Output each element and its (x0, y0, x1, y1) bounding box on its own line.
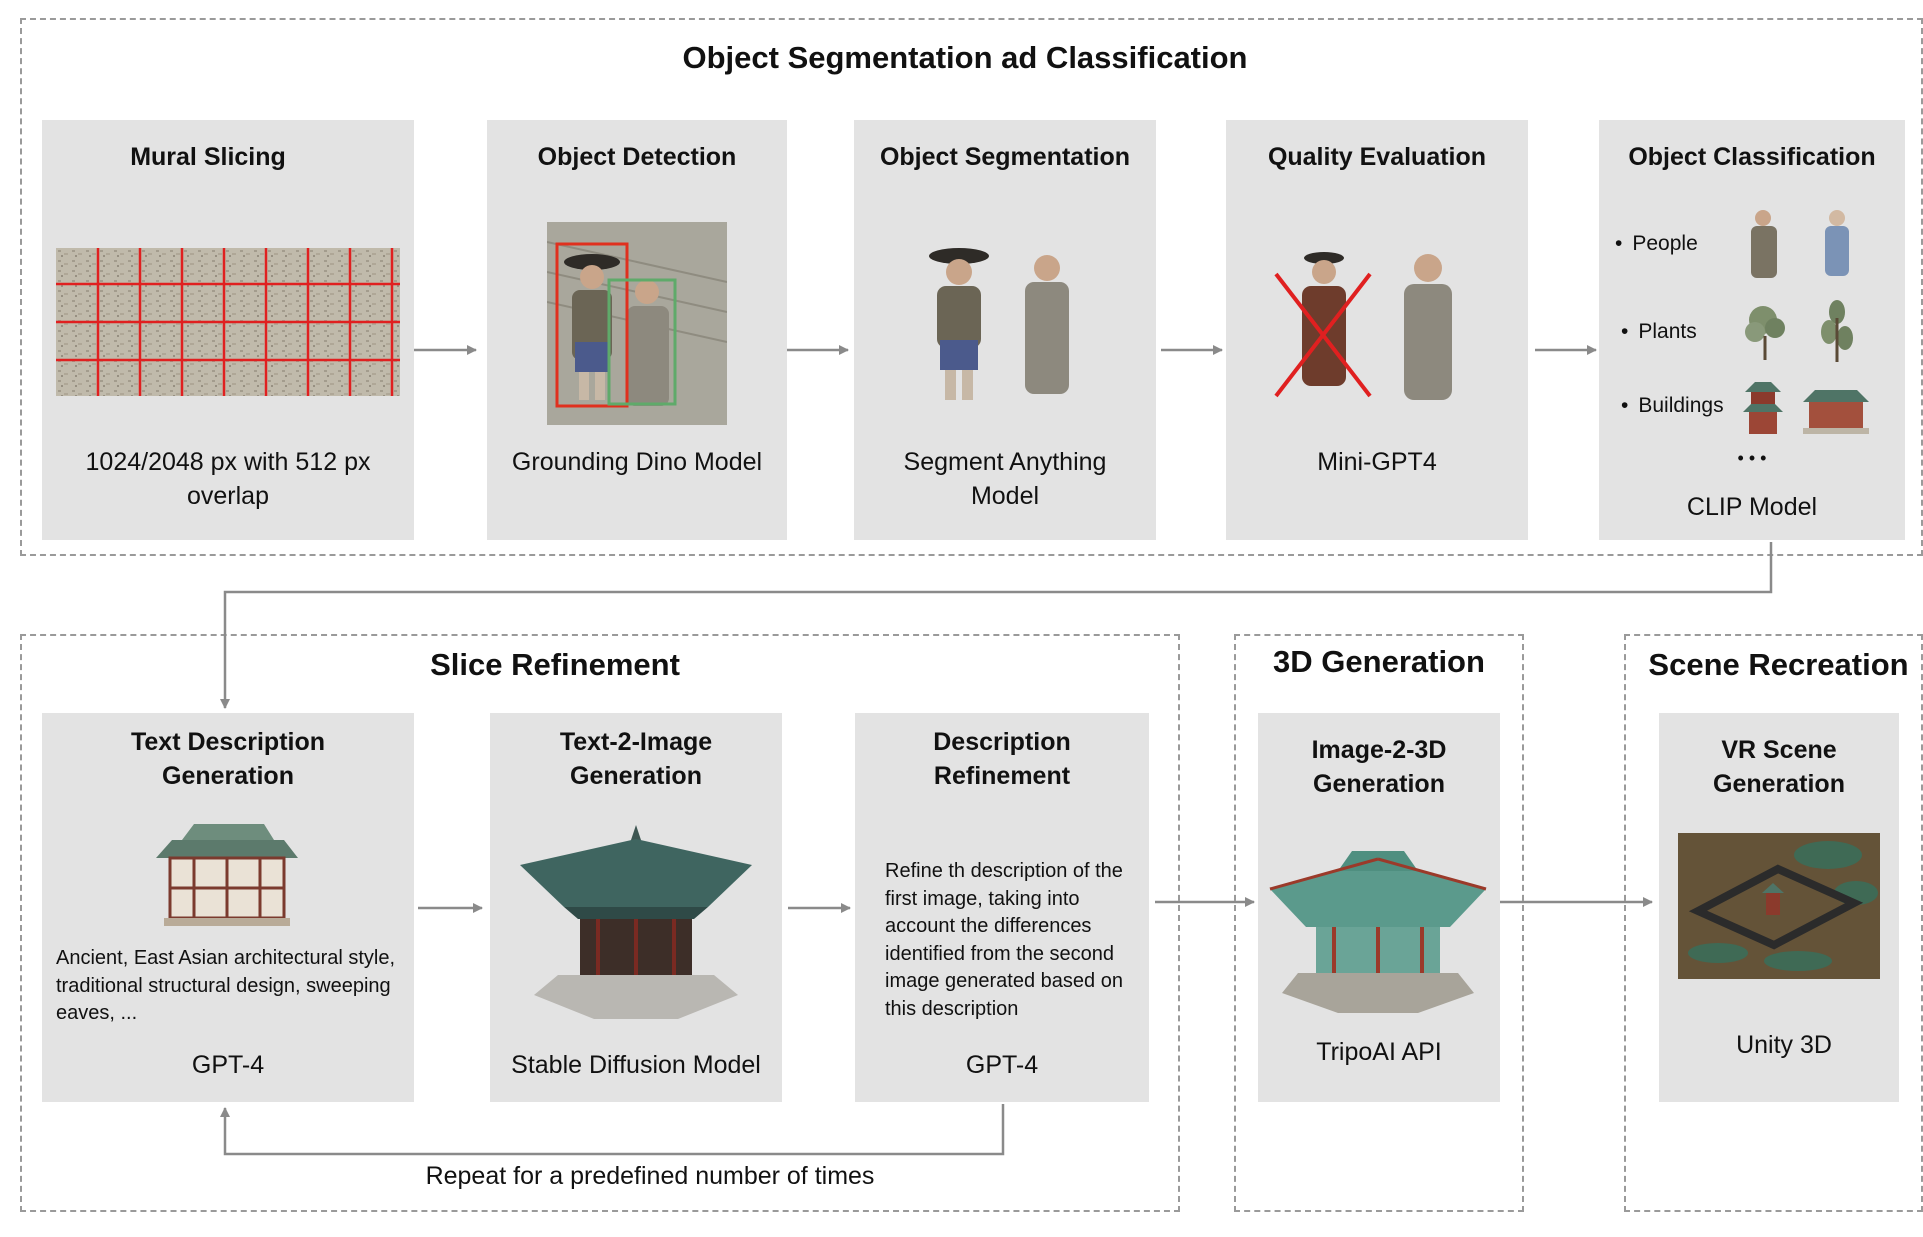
segmented-figures-image (929, 248, 1069, 400)
card-caption: CLIP Model (1686, 493, 1818, 521)
card-title: Object Classification (1628, 143, 1876, 171)
card-caption: Segment Anything Model (903, 448, 1107, 510)
vr-scene-render-image (1678, 833, 1880, 979)
card-text-description-generation: Text Description Generation Ancient, Eas… (42, 713, 414, 1102)
group-title-scene-recreation: Scene Recreation (1648, 647, 1909, 682)
card-object-segmentation: Object Segmentation Segment Anything Mod… (854, 120, 1156, 540)
detection-bounding-box-image (547, 222, 727, 425)
generated-pavilion-image (520, 825, 752, 1019)
card-caption: Unity 3D (1736, 1031, 1832, 1059)
card-caption: GPT-4 (965, 1051, 1039, 1079)
description-text: Ancient, East Asian architectural style,… (56, 947, 396, 1024)
card-description-refinement: Description Refinement Refine th descrip… (855, 713, 1149, 1102)
card-title: Image-2-3D Generation (1311, 736, 1447, 798)
card-title: Object Detection (537, 143, 737, 171)
3d-pavilion-model-image (1269, 851, 1487, 1013)
card-title: Quality Evaluation (1267, 143, 1487, 171)
repeat-loop-label: Repeat for a predefined number of times (425, 1162, 875, 1190)
card-mural-slicing: Mural Slicing 1024/2048 px with 512 (42, 120, 414, 540)
card-text-to-image-generation: Text-2-Image Generation Stable Diffusion… (490, 713, 782, 1102)
category-plants: Plants (1621, 320, 1696, 344)
refinement-instruction-text: Refine th description of the first image… (885, 860, 1123, 1020)
category-buildings: Buildings (1621, 394, 1723, 418)
card-object-classification: Object Classification People Plants Buil… (1599, 120, 1905, 540)
card-title: Text Description Generation (130, 728, 326, 790)
card-caption: Grounding Dino Model (511, 448, 763, 476)
group-scene-recreation (1624, 634, 1923, 1212)
card-title: Text-2-Image Generation (559, 728, 713, 790)
card-image-to-3d-generation: Image-2-3D Generation TripoAI API (1258, 713, 1500, 1102)
card-title: Mural Slicing (130, 143, 286, 171)
group-title-segmentation: Object Segmentation ad Classification (682, 40, 1248, 75)
card-object-detection: Object Detection Grounding Dino Model (487, 120, 787, 540)
category-people: People (1615, 232, 1697, 256)
card-title: Object Segmentation (879, 143, 1131, 171)
card-title: VR Scene Generation (1713, 736, 1845, 798)
quality-evaluation-image (1274, 252, 1452, 400)
people-thumbnails (1751, 210, 1849, 278)
card-caption: Stable Diffusion Model (511, 1051, 761, 1079)
card-caption: GPT-4 (191, 1051, 265, 1079)
card-vr-scene-generation: VR Scene Generation Unity 3D (1659, 713, 1899, 1102)
card-title: Description Refinement (933, 728, 1071, 790)
buildings-thumbnails (1743, 382, 1869, 434)
building-sketch-image (156, 824, 298, 926)
group-title-refinement: Slice Refinement (430, 647, 680, 682)
mural-slice-grid-image (56, 248, 400, 396)
card-caption: TripoAI API (1316, 1038, 1442, 1066)
classification-ellipsis: • • • (1737, 448, 1767, 468)
card-caption: 1024/2048 px with 512 px overlap (85, 448, 371, 510)
plants-thumbnails (1745, 300, 1853, 362)
group-title-3d-generation: 3D Generation (1273, 644, 1485, 679)
card-quality-evaluation: Quality Evaluation Mini-GPT4 (1226, 120, 1528, 540)
card-caption: Mini-GPT4 (1317, 448, 1437, 476)
